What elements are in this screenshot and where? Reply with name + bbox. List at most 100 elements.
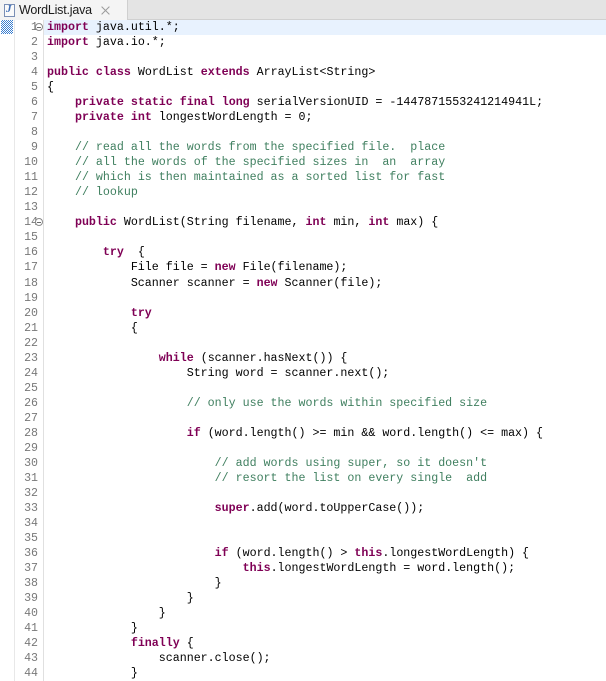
code-line[interactable]: 28 if (word.length() >= min && word.leng… [24,426,606,441]
line-number: 33 [24,501,38,515]
code-line[interactable]: 31 // resort the list on every single ad… [24,471,606,486]
line-number: 17 [24,261,38,275]
code-line[interactable]: 26 // only use the words within specifie… [24,396,606,411]
line-number: 29 [24,441,38,455]
code-text: // lookup [74,186,138,200]
code-line[interactable]: 32 [24,486,606,501]
code-line[interactable]: 20 try [24,306,606,321]
code-text: try [130,306,152,320]
code-text: // only use the words within specified s… [186,396,488,410]
code-line[interactable]: 5{ [31,80,606,95]
code-line[interactable]: 29 [24,441,606,456]
line-number: 39 [24,592,38,606]
code-line[interactable]: 37 this.longestWordLength = word.length(… [24,561,606,576]
code-line[interactable]: 44 } [24,666,606,681]
code-text: // all the words of the specified sizes … [74,156,446,170]
line-number: 21 [24,321,38,335]
code-line[interactable]: 38 } [24,576,606,591]
line-number: 37 [24,562,38,576]
line-number: 8 [31,126,38,140]
code-line[interactable]: 39 } [24,591,606,606]
code-text: { [47,81,54,95]
line-number: 23 [24,351,38,365]
code-line[interactable]: 33 super.add(word.toUpperCase()); [24,501,606,516]
code-line[interactable]: 41 } [24,621,606,636]
line-number: 34 [24,516,38,530]
tab-wordlist-java[interactable]: WordList.java [0,0,128,20]
code-line[interactable]: 21 { [24,321,606,336]
code-line[interactable]: 11 // which is then maintained as a sort… [24,170,606,185]
code-line[interactable]: 4 public class WordList extends ArrayList… [31,65,606,80]
line-number: 32 [24,486,38,500]
current-line-marker [1,20,13,34]
line-number: 12 [24,186,38,200]
line-number: 22 [24,336,38,350]
code-line[interactable]: 35 [24,531,606,546]
code-line[interactable]: 23 while (scanner.hasNext()) { [24,351,606,366]
code-line[interactable]: 16 try { [24,245,606,260]
line-number: 3 [31,51,38,65]
tab-label: WordList.java [19,3,92,17]
code-text: finally { [130,637,194,651]
line-number: 38 [24,577,38,591]
code-line[interactable]: 3 [31,50,606,65]
code-text: // read all the words from the specified… [74,141,446,155]
code-line[interactable]: 24 String word = scanner.next(); [24,366,606,381]
line-number: 41 [24,622,38,636]
code-text: public class WordList extends ArrayList<… [47,66,376,80]
code-line[interactable]: 15 [24,230,606,245]
code-line[interactable]: 43 scanner.close(); [24,651,606,666]
code-line[interactable]: 13 [24,200,606,215]
code-line[interactable]: 42 finally { [24,636,606,651]
code-line[interactable]: 12 // lookup [24,185,606,200]
line-number: 7 [31,111,38,125]
code-line[interactable]: 9 // read all the words from the specifi… [31,140,606,155]
line-number: 1 [0,20,38,35]
code-line[interactable]: 18 Scanner scanner = new Scanner(file); [24,276,606,291]
code-line[interactable]: 10 // all the words of the specified siz… [24,155,606,170]
close-icon[interactable] [100,5,111,16]
code-text: // resort the list on every single add [214,471,488,485]
line-number: 16 [24,246,38,260]
line-number: 4 [31,66,38,80]
code-text: String word = scanner.next(); [47,366,390,380]
code-text: File file = new File(filename); [47,261,348,275]
code-text: } [47,667,138,681]
code-line[interactable]: 25 [24,381,606,396]
code-text: // add words using super, so it doesn't [214,456,488,470]
line-number: 28 [24,426,38,440]
code-line[interactable]: 6 private static final long serialVersio… [31,95,606,110]
code-line[interactable]: 30 // add words using super, so it doesn… [24,456,606,471]
code-line[interactable]: 22 [24,336,606,351]
line-number: 5 [31,81,38,95]
line-number: 35 [24,532,38,546]
collapse-fold-icon[interactable] [35,23,43,31]
code-line[interactable]: 8 [31,125,606,140]
code-text: { [47,321,138,335]
code-line[interactable]: 14 public WordList(String filename, int … [24,215,606,230]
line-number: 31 [24,471,38,485]
code-line[interactable]: 36 if (word.length() > this.longestWordL… [24,546,606,561]
code-line[interactable]: 1import java.util.*; [31,20,606,35]
line-number: 27 [24,411,38,425]
line-number: 24 [24,366,38,380]
code-text: // which is then maintained as a sorted … [74,171,446,185]
code-text: try { [102,246,145,260]
code-line[interactable]: 17 File file = new File(filename); [24,260,606,275]
code-line[interactable]: 27 [24,411,606,426]
code-line[interactable]: 7 private int longestWordLength = 0; [31,110,606,125]
overview-ruler[interactable] [0,20,15,681]
code-line[interactable]: 19 [24,291,606,306]
code-line[interactable]: 40 } [24,606,606,621]
code-line[interactable]: 34 [24,516,606,531]
line-number: 42 [24,637,38,651]
collapse-fold-icon[interactable] [35,218,43,227]
code-text: private int longestWordLength = 0; [74,111,313,125]
line-number: 19 [24,291,38,305]
code-text: super.add(word.toUpperCase()); [214,501,425,515]
line-number: 11 [24,171,38,185]
code-text: scanner.close(); [47,652,271,666]
code-text: while (scanner.hasNext()) { [158,351,348,365]
